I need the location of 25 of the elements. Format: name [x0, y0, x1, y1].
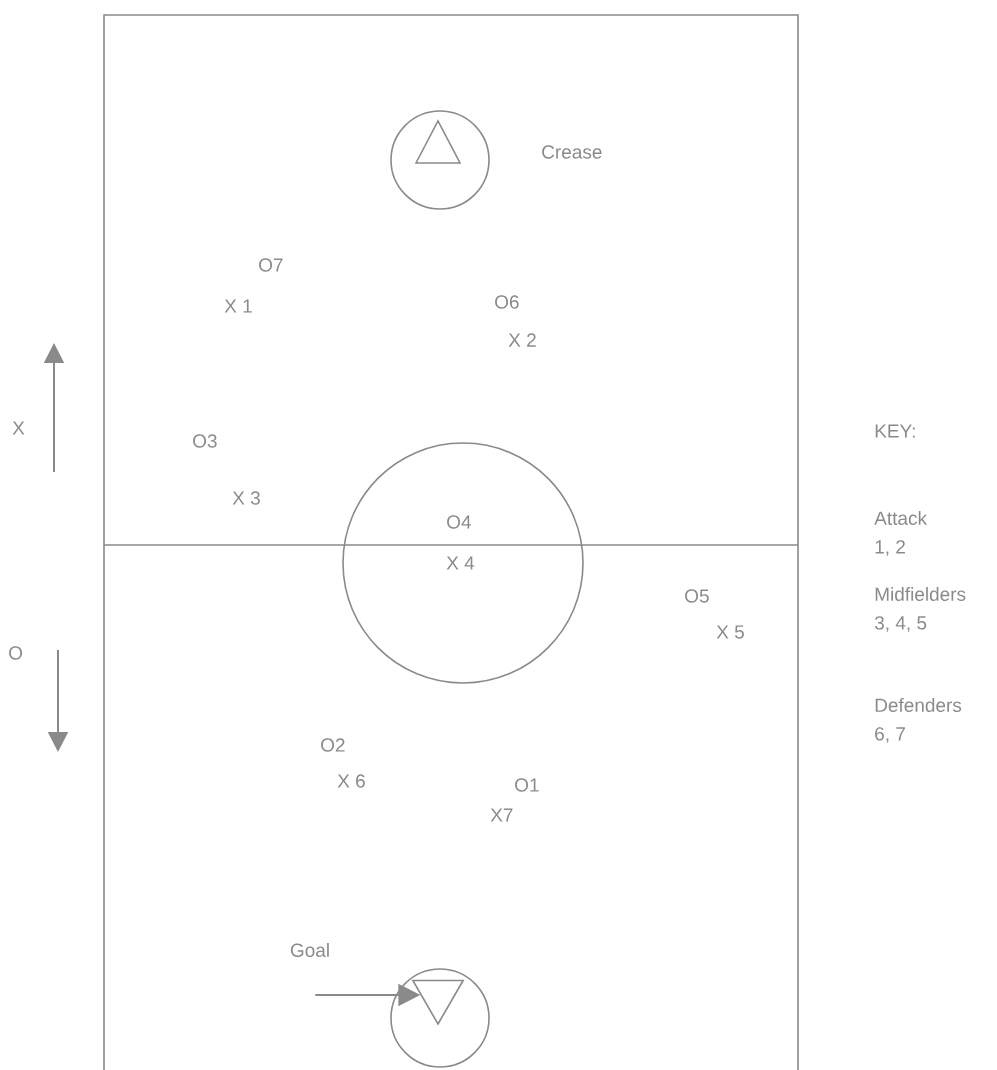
text-label: X 4 — [446, 556, 475, 570]
goal-label: Goal — [290, 943, 329, 957]
text-label: O — [9, 646, 23, 660]
text-label: Midfielders — [875, 587, 966, 601]
text-label: X — [12, 421, 25, 435]
text-label: 1, 2 — [875, 540, 905, 556]
text-label: X 2 — [508, 333, 536, 347]
text-label: X7 — [490, 808, 513, 822]
text-label: Attack — [874, 511, 928, 525]
text-label: O6 — [495, 295, 519, 309]
text-label: O7 — [259, 258, 283, 272]
text-label: Defenders — [875, 698, 962, 712]
text-label: X 5 — [716, 625, 744, 639]
text-label: O5 — [685, 589, 709, 603]
text-label: O4 — [447, 515, 471, 529]
text-label: O3 — [193, 434, 217, 448]
text-label: 6, 7 — [875, 727, 905, 743]
text-label: O1 — [515, 778, 539, 792]
text-label: Crease — [542, 145, 602, 159]
text-label: KEY: — [875, 424, 915, 438]
text-label: X 1 — [224, 299, 252, 313]
text-label: O2 — [321, 738, 345, 752]
text-label: X 3 — [232, 491, 260, 505]
text-label: X 6 — [337, 774, 365, 788]
text-label: 3, 4, 5 — [874, 616, 927, 632]
